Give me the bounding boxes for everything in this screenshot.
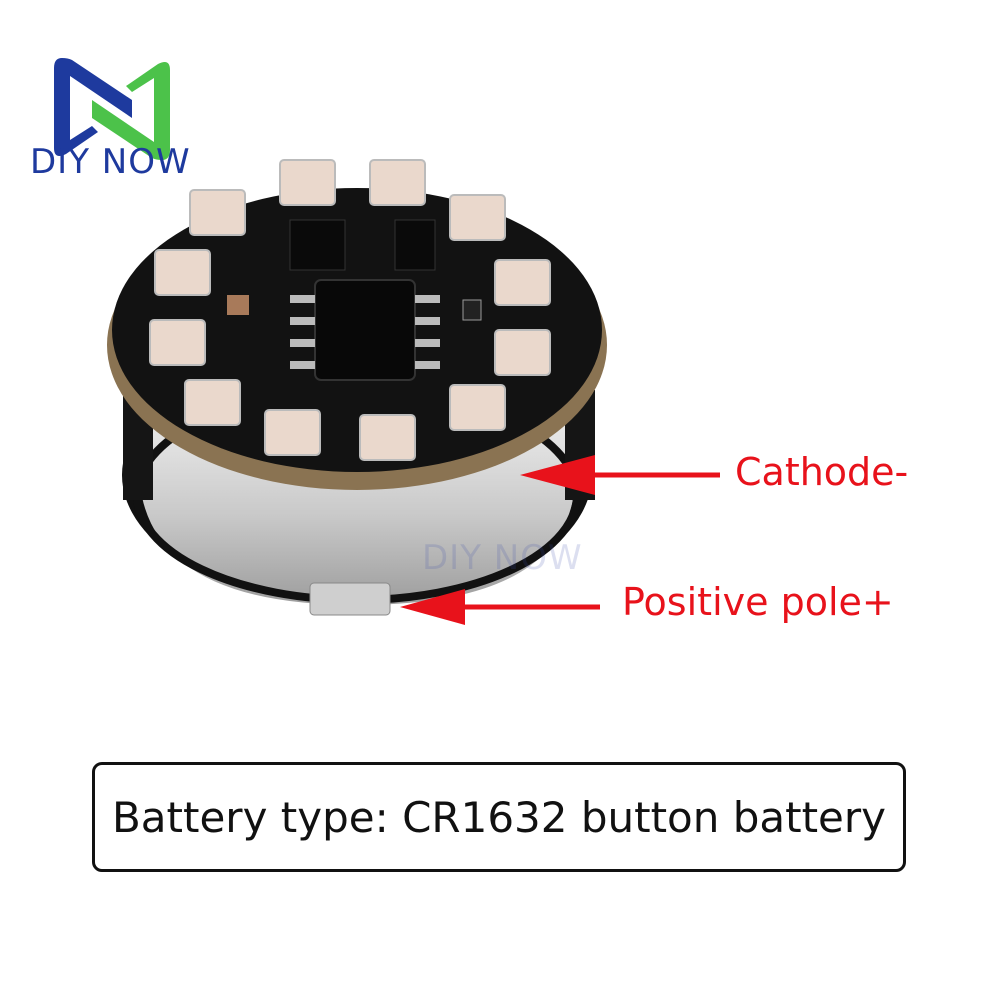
product-image [107,159,607,616]
positive-arrow-icon [400,589,600,625]
battery-type-text: Battery type: CR1632 button battery [111,792,887,842]
battery-type-box: Battery type: CR1632 button battery [92,762,906,872]
brand-name: DIY NOW [30,142,191,182]
brand-logo-icon [54,58,170,160]
cathode-arrow-icon [520,455,720,495]
watermark: DIY NOW [422,538,583,578]
cathode-label: Cathode- [735,450,909,494]
positive-pole-label: Positive pole+ [622,580,894,624]
